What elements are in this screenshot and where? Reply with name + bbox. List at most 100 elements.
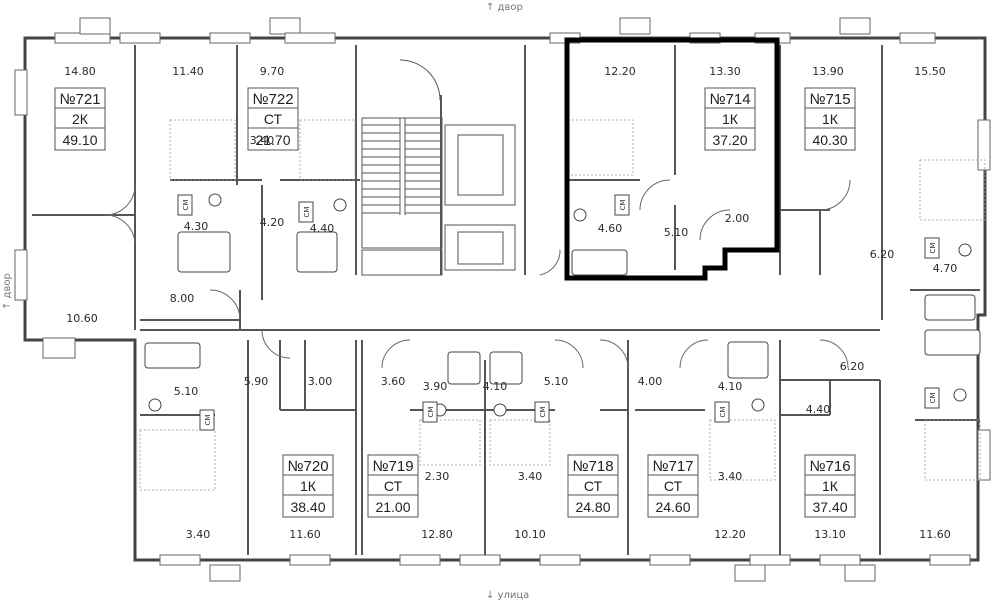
room-area: 3.90: [423, 380, 448, 393]
apartment-number: №715: [809, 91, 850, 108]
apartment-box-frame: [804, 454, 856, 518]
room-area: 4.40: [806, 403, 831, 416]
room-area: 12.20: [604, 65, 636, 78]
room-area: 4.10: [718, 380, 743, 393]
apartment-box-frame: [704, 87, 756, 151]
washing-machine-label: СМ: [619, 200, 627, 211]
room-area: 10.10: [514, 528, 546, 541]
room-area: 3.40: [186, 528, 211, 541]
room-area: 12.20: [714, 528, 746, 541]
room-area: 3.40: [250, 134, 275, 147]
kitchens: [139, 119, 986, 491]
apartment-type: 1К: [722, 111, 739, 127]
apartment-number: №721: [59, 91, 100, 108]
washing-machine-label: СМ: [929, 243, 937, 254]
apartment-box-frame: [804, 87, 856, 151]
room-area: 12.80: [421, 528, 453, 541]
washing-machine-label: СМ: [929, 393, 937, 404]
room-area: 3.60: [381, 375, 406, 388]
apartment-box-frame: [54, 87, 106, 151]
washing-machine-label: СМ: [539, 407, 547, 418]
apartment-type: СТ: [264, 111, 283, 127]
room-area: 10.60: [66, 312, 98, 325]
room-area: 2.00: [725, 212, 750, 225]
washing-machine-icon: СМ: [422, 401, 438, 423]
apartment-type: 1К: [822, 111, 839, 127]
apartment-box-frame: [282, 454, 334, 518]
apartment-box-frame: [247, 87, 299, 151]
room-area: 4.60: [598, 222, 623, 235]
direction-bottom: ↓ улица: [486, 590, 529, 601]
room-area: 4.70: [933, 262, 958, 275]
washing-machine-icon: СМ: [924, 387, 940, 409]
room-area: 14.80: [64, 65, 96, 78]
washing-machine-label: СМ: [182, 200, 190, 211]
apartment-type: СТ: [384, 478, 403, 494]
apartment-714-highlight: [564, 37, 780, 281]
apartment-area: 21.70: [255, 132, 290, 148]
room-area: 13.30: [709, 65, 741, 78]
windows: [14, 17, 991, 582]
direction-left: ↑ двор: [2, 273, 13, 310]
room-area: 3.40: [518, 470, 543, 483]
apartment-type: СТ: [664, 478, 683, 494]
room-area: 5.10: [544, 375, 569, 388]
apartment-area: 24.60: [655, 499, 690, 515]
washing-machine-icon: СМ: [298, 201, 314, 223]
room-area: 3.40: [718, 470, 743, 483]
apartment-area: 21.00: [375, 499, 410, 515]
apartment-type: СТ: [584, 478, 603, 494]
apartment-area: 38.40: [290, 499, 325, 515]
room-area: 5.90: [244, 375, 269, 388]
apartment-number: №716: [809, 458, 850, 475]
room-area: 11.60: [289, 528, 321, 541]
room-area: 5.10: [664, 226, 689, 239]
apartment-type: 1К: [822, 478, 839, 494]
washing-machine-label: СМ: [427, 407, 435, 418]
apartment-area: 37.40: [812, 499, 847, 515]
room-area: 4.00: [638, 375, 663, 388]
washing-machine-icon: СМ: [714, 401, 730, 423]
apartment-number: №722: [252, 91, 293, 108]
apartment-area: 49.10: [62, 132, 97, 148]
washing-machine-label: СМ: [204, 415, 212, 426]
room-area: 11.60: [919, 528, 951, 541]
washing-machine-icon: СМ: [534, 401, 550, 423]
washing-machine-icon: СМ: [924, 237, 940, 259]
room-area: 13.90: [812, 65, 844, 78]
apartment-type: 1К: [300, 478, 317, 494]
apartment-box-frame: [647, 454, 699, 518]
apartment-area: 24.80: [575, 499, 610, 515]
direction-top: ↑ двор: [486, 2, 523, 13]
apartment-number: №717: [652, 458, 693, 475]
room-area: 4.30: [184, 220, 209, 233]
apartment-box-716[interactable]: №716 1К 37.40: [804, 454, 856, 518]
room-area: 15.50: [914, 65, 946, 78]
fixtures: [144, 193, 981, 417]
room-area: 4.40: [310, 222, 335, 235]
room-area: 3.00: [308, 375, 333, 388]
room-area: 5.10: [174, 385, 199, 398]
washer-labels: СМ СМ СМ СМ СМ СМ СМ СМ СМ: [177, 194, 940, 431]
room-area: 4.20: [260, 216, 285, 229]
apartment-box-frame: [367, 454, 419, 518]
washing-machine-label: СМ: [719, 407, 727, 418]
apartment-number: №714: [709, 91, 750, 108]
washing-machine-icon: СМ: [177, 194, 193, 216]
washing-machine-icon: СМ: [199, 409, 215, 431]
room-area: 8.00: [170, 292, 195, 305]
doors: [104, 179, 851, 369]
apartment-number: №718: [572, 458, 613, 475]
room-area: 11.40: [172, 65, 204, 78]
washing-machine-label: СМ: [303, 207, 311, 218]
